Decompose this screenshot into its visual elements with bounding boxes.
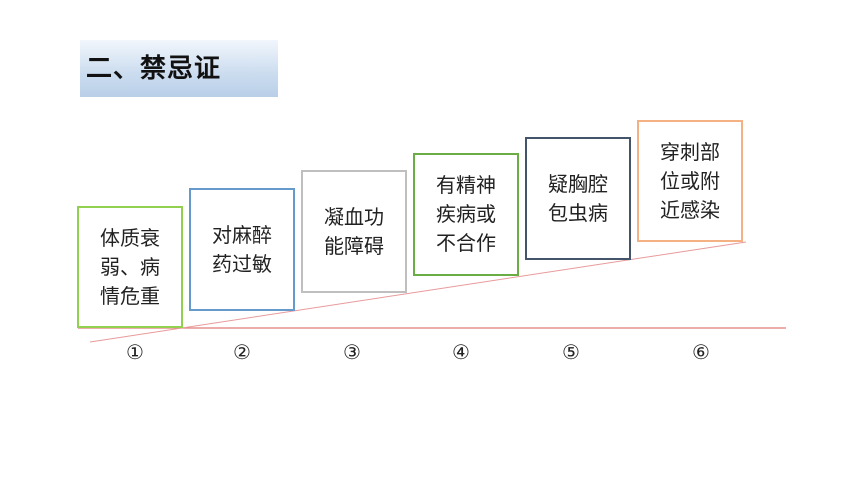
step-label-6: 穿刺部 位或附 近感染 bbox=[660, 139, 720, 222]
step-label-2: 对麻醉 药过敏 bbox=[212, 222, 272, 276]
step-number-2: ② bbox=[233, 340, 251, 364]
step-label-1: 体质衰 弱、病 情危重 bbox=[100, 225, 160, 308]
step-number-4: ④ bbox=[452, 340, 470, 364]
step-box-4: 有精神 疾病或 不合作 bbox=[413, 153, 519, 276]
step-box-1: 体质衰 弱、病 情危重 bbox=[77, 206, 183, 328]
step-box-6: 穿刺部 位或附 近感染 bbox=[637, 120, 743, 242]
step-box-3: 凝血功 能障碍 bbox=[301, 170, 407, 293]
step-label-4: 有精神 疾病或 不合作 bbox=[436, 173, 496, 255]
title-banner bbox=[80, 40, 278, 97]
slope-line bbox=[89, 241, 747, 343]
page-title: 二、禁忌证 bbox=[86, 54, 222, 84]
step-label-5: 疑胸腔 包虫病 bbox=[548, 171, 608, 225]
step-number-5: ⑤ bbox=[562, 340, 580, 364]
step-number-6: ⑥ bbox=[692, 340, 710, 364]
step-label-3: 凝血功 能障碍 bbox=[324, 204, 384, 258]
step-box-5: 疑胸腔 包虫病 bbox=[525, 137, 631, 260]
step-box-2: 对麻醉 药过敏 bbox=[189, 188, 295, 311]
step-number-3: ③ bbox=[343, 340, 361, 364]
step-number-1: ① bbox=[126, 340, 144, 364]
